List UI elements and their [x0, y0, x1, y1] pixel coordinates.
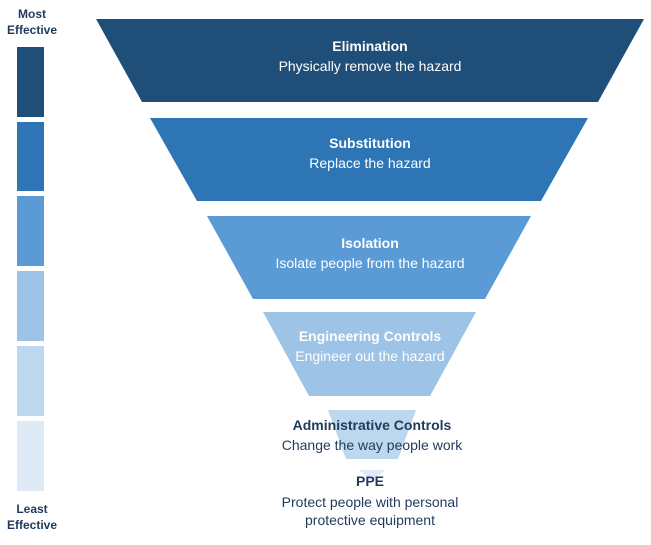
- tier-administrative-controls: Administrative Controls Change the way p…: [222, 415, 522, 455]
- tier-isolation: Isolation Isolate people from the hazard: [220, 233, 520, 273]
- scale-block-3: [17, 196, 44, 266]
- tier-shape-substitution: [150, 118, 588, 201]
- tier-shape-administrative-controls: [328, 410, 416, 459]
- scale-block-1: [17, 47, 44, 117]
- tier-description: Isolate people from the hazard: [275, 255, 465, 271]
- tier-title: Administrative Controls: [292, 417, 452, 433]
- tier-title: Elimination: [332, 38, 408, 54]
- tier-description: Replace the hazard: [309, 155, 431, 171]
- scale-block-6: [17, 421, 44, 491]
- most-effective-label: Most Effective: [0, 6, 64, 38]
- tier-title: Isolation: [341, 235, 399, 251]
- tier-shape-ppe: [359, 470, 385, 481]
- least-effective-label: Least Effective: [0, 501, 64, 533]
- scale-block-5: [17, 346, 44, 416]
- tier-title: PPE: [355, 473, 384, 489]
- tier-shape-elimination: [96, 19, 644, 102]
- tier-description: Change the way people work: [281, 437, 463, 453]
- tier-title: Substitution: [329, 135, 411, 151]
- tier-substitution: Substitution Replace the hazard: [220, 133, 520, 173]
- tier-description: Engineer out the hazard: [295, 348, 445, 364]
- least-label-line2: Effective: [6, 518, 58, 532]
- tier-description: Protect people with personal: [281, 494, 459, 510]
- tier-shape-engineering-controls: [263, 312, 476, 396]
- tier-ppe: PPE Protect people with personal protect…: [220, 472, 520, 529]
- most-label-line2: Effective: [6, 23, 58, 37]
- most-label-line1: Most: [18, 7, 46, 21]
- tier-description: Physically remove the hazard: [278, 58, 462, 74]
- scale-block-2: [17, 122, 44, 191]
- tier-engineering-controls: Engineering Controls Engineer out the ha…: [220, 326, 520, 366]
- least-label-line1: Least: [16, 502, 48, 516]
- tier-elimination: Elimination Physically remove the hazard: [220, 36, 520, 76]
- tier-title: Engineering Controls: [298, 328, 442, 344]
- tier-shape-isolation: [207, 216, 531, 299]
- tier-description-line2: protective equipment: [305, 512, 435, 528]
- scale-block-4: [17, 271, 44, 341]
